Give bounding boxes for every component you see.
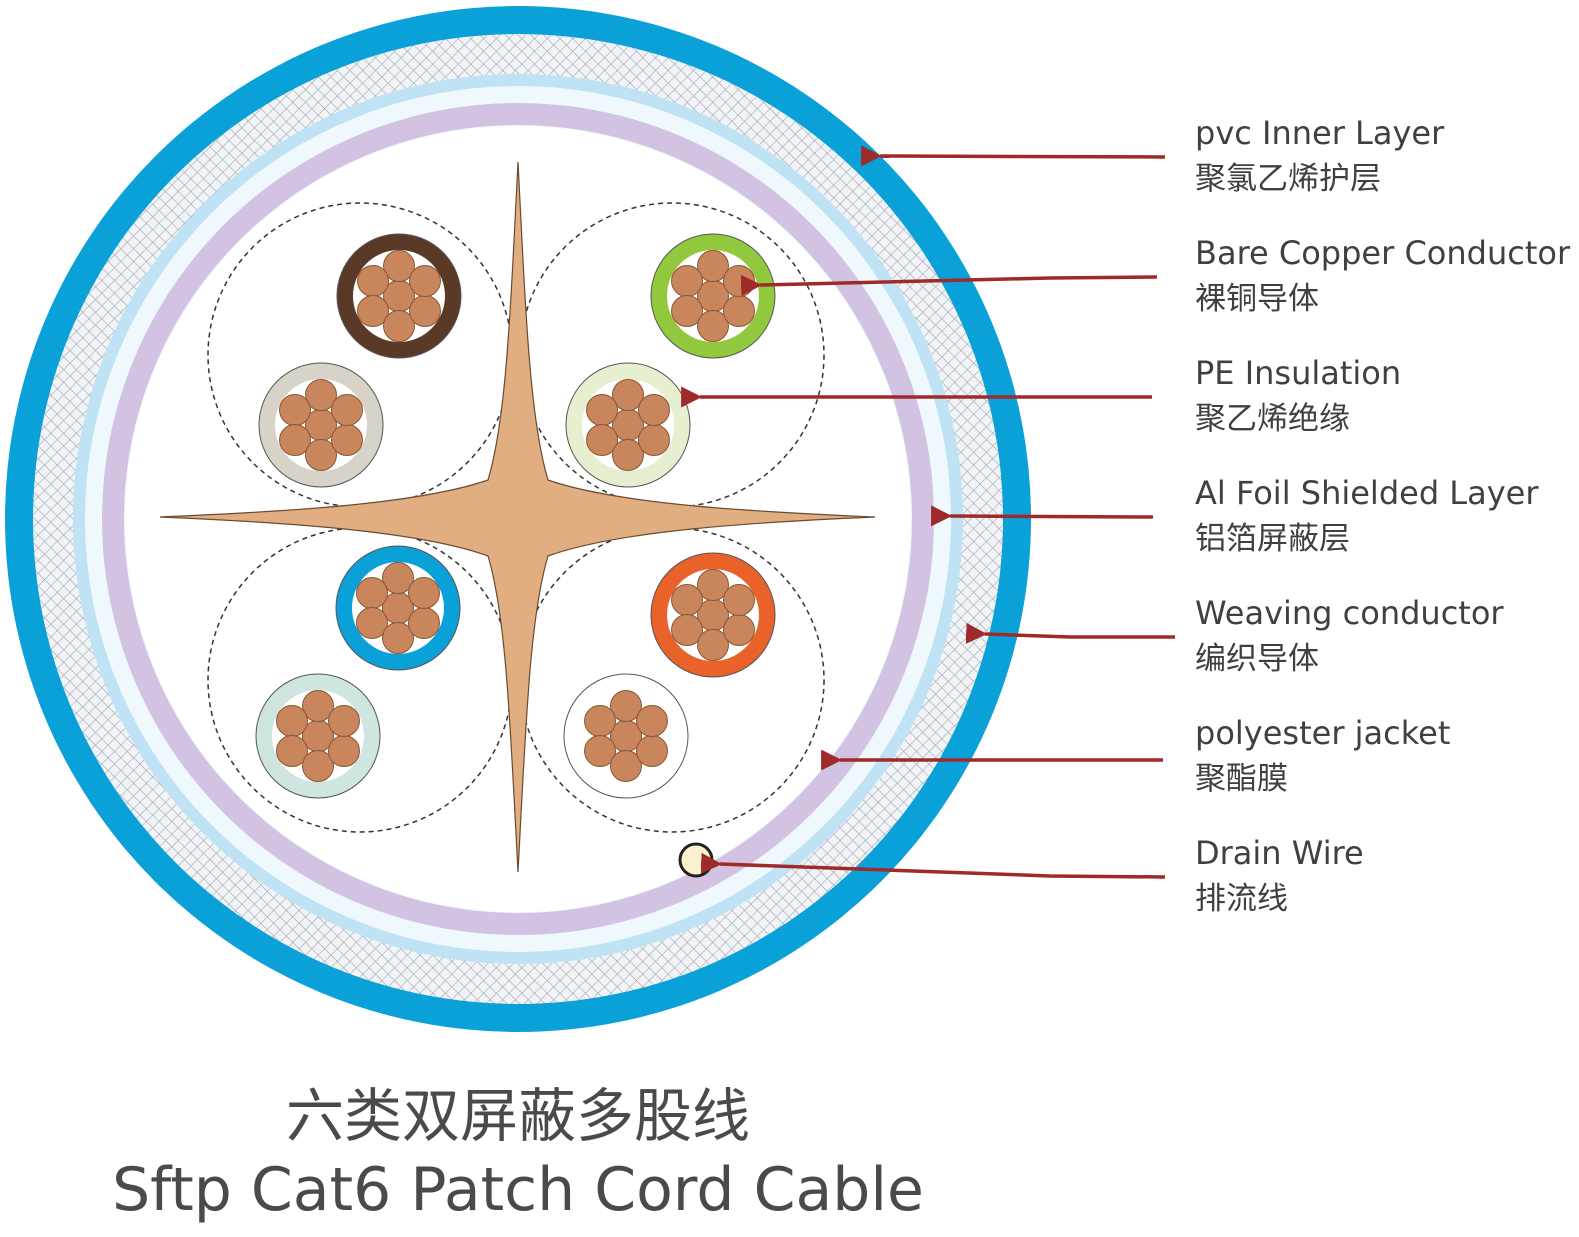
- label-pvc-inner-layer-cn: 聚氯乙烯护层: [1195, 161, 1381, 197]
- copper-strand: [671, 614, 704, 646]
- copper-strand: [610, 750, 642, 782]
- copper-strand: [671, 265, 704, 297]
- copper-strand: [279, 424, 312, 456]
- copper-strand: [357, 265, 390, 297]
- arrow-drain-wire: [700, 852, 1166, 879]
- copper-strand: [330, 394, 363, 426]
- blue-pair-conductor-2: [255, 673, 381, 799]
- copper-strand: [408, 295, 441, 327]
- leader-arrows: [681, 145, 1175, 879]
- drain-wire: [678, 842, 714, 878]
- title-english: Sftp Cat6 Patch Cord Cable: [112, 1155, 924, 1225]
- copper-strand: [407, 577, 440, 609]
- arrow-weaving-conductor: [965, 622, 1175, 644]
- label-pvc-inner-layer: pvc Inner Layer: [1195, 114, 1445, 152]
- green-pair-conductor-2: [565, 362, 691, 488]
- copper-strand: [610, 690, 642, 722]
- copper-strand: [407, 607, 440, 639]
- label-weaving-conductor: Weaving conductor: [1195, 594, 1504, 632]
- copper-strand: [382, 622, 414, 654]
- copper-strand: [305, 379, 337, 411]
- copper-strand: [637, 424, 670, 456]
- copper-strand: [276, 735, 309, 767]
- copper-strand: [305, 439, 337, 471]
- copper-strand: [586, 394, 619, 426]
- cross-separator: [159, 161, 876, 873]
- copper-strand: [635, 735, 668, 767]
- label-al-foil-shielded-layer-cn: 铝箔屏蔽层: [1195, 521, 1350, 557]
- copper-strand: [697, 629, 729, 661]
- copper-strand: [722, 614, 755, 646]
- copper-strand: [327, 735, 360, 767]
- conductors: [255, 233, 776, 799]
- arrow-al-foil-shielded-layer: [931, 505, 1154, 527]
- copper-strand: [671, 295, 704, 327]
- label-al-foil-shielded-layer: Al Foil Shielded Layer: [1195, 474, 1539, 512]
- copper-strand: [697, 250, 729, 282]
- copper-strand: [722, 584, 755, 616]
- title-chinese: 六类双屏蔽多股线: [286, 1082, 750, 1150]
- label-polyester-jacket: polyester jacket: [1195, 714, 1450, 752]
- copper-strand: [612, 439, 644, 471]
- copper-strand: [330, 424, 363, 456]
- brown-pair-conductor-2: [258, 362, 384, 488]
- copper-strand: [279, 394, 312, 426]
- copper-strand: [586, 424, 619, 456]
- copper-strand: [356, 607, 389, 639]
- label-pe-insulation: PE Insulation: [1195, 354, 1401, 392]
- copper-strand: [302, 750, 334, 782]
- copper-strand: [584, 735, 617, 767]
- copper-strand: [383, 250, 415, 282]
- copper-strand: [276, 705, 309, 737]
- blue-pair-conductor-1: [335, 545, 461, 671]
- copper-strand: [697, 569, 729, 601]
- orange-pair-conductor-2: [563, 673, 689, 799]
- copper-strand: [408, 265, 441, 297]
- copper-strand: [327, 705, 360, 737]
- polyester-jacket-ring: [102, 103, 934, 935]
- label-weaving-conductor-cn: 编织导体: [1195, 641, 1319, 677]
- copper-strand: [671, 584, 704, 616]
- copper-strand: [383, 310, 415, 342]
- brown-pair-conductor-1: [336, 233, 462, 359]
- label-drain-wire: Drain Wire: [1195, 834, 1364, 872]
- arrow-pvc-inner-layer: [861, 145, 1166, 167]
- copper-strand: [357, 295, 390, 327]
- arrow-bare-copper-conductor: [740, 274, 1158, 296]
- copper-strand: [356, 577, 389, 609]
- label-polyester-jacket-cn: 聚酯膜: [1195, 761, 1288, 797]
- copper-strand: [697, 310, 729, 342]
- label-drain-wire-cn: 排流线: [1195, 881, 1288, 917]
- copper-strand: [584, 705, 617, 737]
- label-bare-copper-conductor: Bare Copper Conductor: [1195, 234, 1571, 272]
- copper-strand: [382, 562, 414, 594]
- label-pe-insulation-cn: 聚乙烯绝缘: [1195, 401, 1350, 437]
- green-pair-conductor-1: [650, 233, 776, 359]
- copper-strand: [637, 394, 670, 426]
- copper-strand: [302, 690, 334, 722]
- copper-strand: [722, 295, 755, 327]
- copper-strand: [722, 265, 755, 297]
- copper-strand: [635, 705, 668, 737]
- orange-pair-conductor-1: [650, 552, 776, 678]
- copper-strand: [612, 379, 644, 411]
- layer-labels: pvc Inner Layer 聚氯乙烯护层 Bare Copper Condu…: [1195, 114, 1571, 917]
- label-bare-copper-conductor-cn: 裸铜导体: [1195, 281, 1319, 317]
